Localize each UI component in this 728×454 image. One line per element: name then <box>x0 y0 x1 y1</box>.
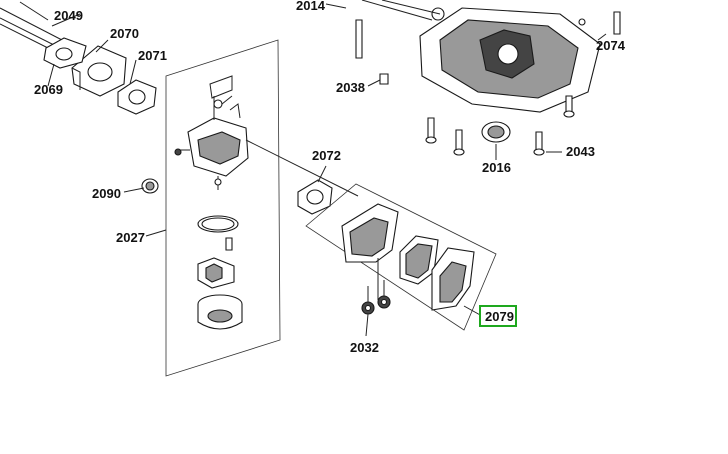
stud-bolt[interactable] <box>355 19 363 59</box>
foam-filter[interactable] <box>399 235 439 285</box>
callout-2014[interactable]: 2014 <box>296 0 326 13</box>
part-2038-pin[interactable] <box>379 73 389 85</box>
float[interactable] <box>197 257 235 289</box>
callout-2038[interactable]: 2038 <box>336 80 365 95</box>
air-filter-frame <box>305 183 497 331</box>
callout-2032[interactable]: 2032 <box>350 340 379 355</box>
callout-2071[interactable]: 2071 <box>138 48 167 63</box>
crankcase-bolts[interactable] <box>425 95 575 156</box>
carburetor-frame <box>165 39 281 377</box>
part-2032-nut[interactable] <box>361 280 391 315</box>
part-2043-bolt[interactable] <box>533 131 545 156</box>
callout-2027[interactable]: 2027 <box>116 230 145 245</box>
air-filter-base[interactable] <box>341 203 399 300</box>
part-2016-oil-seal[interactable] <box>481 121 511 143</box>
part-2069-gasket[interactable] <box>43 37 87 69</box>
callout-2043[interactable]: 2043 <box>566 144 595 159</box>
callout-2072[interactable]: 2072 <box>312 148 341 163</box>
float-bowl[interactable] <box>197 294 243 330</box>
callout-2016[interactable]: 2016 <box>482 160 511 175</box>
callout-2090[interactable]: 2090 <box>92 186 121 201</box>
part-2079-cover[interactable] <box>431 247 475 311</box>
callout-2079[interactable]: 2079 <box>485 309 514 324</box>
jet[interactable] <box>225 237 233 251</box>
o-ring[interactable] <box>197 215 239 233</box>
selected-callout-2079[interactable]: 2079 <box>479 305 517 327</box>
callout-2074[interactable]: 2074 <box>596 38 626 53</box>
callout-2049[interactable]: 2049 <box>54 8 83 23</box>
part-2090-fitting[interactable] <box>141 178 159 194</box>
callout-2070[interactable]: 2070 <box>110 26 139 41</box>
callout-2069[interactable]: 2069 <box>34 82 63 97</box>
part-2072-gasket[interactable] <box>297 179 333 215</box>
crankcase[interactable] <box>361 0 601 113</box>
part-2071-gasket[interactable] <box>117 79 157 115</box>
carburetor-body[interactable] <box>174 75 249 177</box>
callout-highlight-box <box>479 305 517 327</box>
cable-assembly[interactable] <box>0 1 63 53</box>
part-2070-spacer[interactable] <box>71 45 127 97</box>
float-needle[interactable] <box>214 176 222 190</box>
part-2074-screw[interactable] <box>578 11 621 35</box>
